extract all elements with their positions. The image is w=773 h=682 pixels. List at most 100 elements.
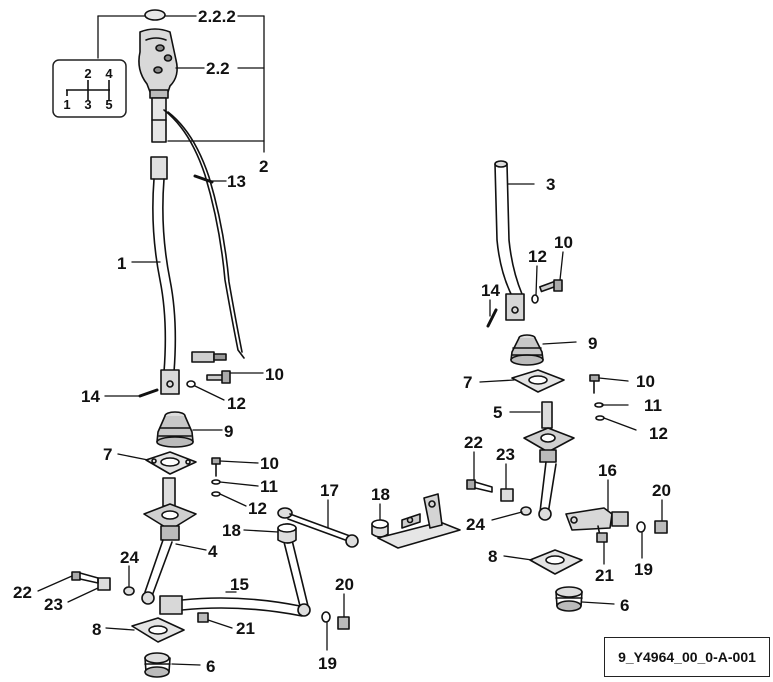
callout-10-right2: 10	[636, 372, 655, 391]
callout-9-left: 9	[224, 422, 233, 441]
leader-lines	[37, 15, 663, 666]
shift-knob	[138, 28, 178, 99]
relay-lever-16	[565, 507, 629, 537]
shift-lever-1	[150, 156, 180, 395]
callout-8-left: 8	[92, 620, 101, 639]
pin-14-left	[138, 388, 159, 398]
boot-9-left	[156, 411, 194, 448]
knob-cap	[144, 9, 166, 21]
gear-label-3: 3	[84, 97, 91, 112]
cable-connector	[191, 351, 227, 363]
callout-7-right: 7	[463, 373, 472, 392]
callout-22-left: 22	[13, 583, 32, 602]
washer-12-left	[186, 380, 196, 388]
callout-12-left2: 12	[248, 499, 267, 518]
callout-12-right: 12	[528, 247, 547, 266]
link-rod-17	[277, 507, 359, 548]
gear-pattern-diagram: 2 4 1 3 5	[52, 59, 127, 118]
callout-17: 17	[320, 481, 339, 500]
callout-19-left: 19	[318, 654, 337, 673]
gear-label-2: 2	[84, 66, 91, 81]
callout-18-mid: 18	[371, 485, 390, 504]
washer-19-right	[636, 521, 646, 533]
callout-12-right2: 12	[649, 424, 668, 443]
selector-rod-15	[159, 539, 311, 617]
gear-label-1: 1	[63, 97, 70, 112]
callout-20-left: 20	[335, 575, 354, 594]
callout-6-right: 6	[620, 596, 629, 615]
bolt-22-left	[71, 571, 99, 584]
bushing-23-left	[97, 577, 111, 591]
bushing-18-left	[277, 523, 297, 544]
bolt-22-right	[466, 479, 493, 493]
callout-21-left: 21	[236, 619, 255, 638]
callout-21-right: 21	[595, 566, 614, 585]
callout-23-left: 23	[44, 595, 63, 614]
callout-18-left: 18	[222, 521, 241, 540]
callout-23-right: 23	[496, 445, 515, 464]
bushing-24-left	[123, 586, 135, 596]
bolt-stack-right	[589, 374, 605, 421]
reference-code: 9_Y4964_00_0-A-001	[604, 637, 770, 677]
callout-9-right: 9	[588, 334, 597, 353]
callout-14-left: 14	[81, 387, 100, 406]
callout-10-right: 10	[554, 233, 573, 252]
callout-20-right: 20	[652, 481, 671, 500]
plate-8-left	[131, 617, 185, 643]
gear-label-4: 4	[105, 66, 113, 81]
nut-20-right	[654, 520, 668, 534]
bushing-23-right	[500, 488, 514, 502]
callout-15: 15	[230, 575, 249, 594]
bolt-10-right	[538, 279, 563, 293]
pivot-lever-4	[141, 477, 197, 605]
mounting-bracket	[377, 493, 461, 549]
bolt-stack-left	[211, 457, 221, 497]
callout-labels: 2.2.2 2.2 2 13 1 10 14 12 9 7 10 11 12 1…	[13, 7, 671, 676]
callout-8-right: 8	[488, 547, 497, 566]
pivot-lever-5	[523, 401, 575, 521]
upper-sleeve	[151, 97, 167, 143]
boot-6-right	[555, 586, 583, 612]
bushing-24-right	[520, 506, 532, 516]
callout-11-right: 11	[644, 396, 662, 415]
callout-2: 2	[259, 157, 268, 176]
callout-6-left: 6	[206, 657, 215, 676]
washer-19-left	[321, 611, 331, 623]
callout-2-2: 2.2	[206, 59, 230, 78]
callout-16: 16	[598, 461, 617, 480]
callout-10-left: 10	[265, 365, 284, 384]
callout-19-right: 19	[634, 560, 653, 579]
nut-20-left	[337, 616, 350, 630]
pin-13	[193, 174, 214, 184]
callout-1: 1	[117, 254, 126, 273]
callout-14-right: 14	[481, 281, 500, 300]
callout-7-left: 7	[103, 445, 112, 464]
pin-14-right	[486, 308, 498, 328]
callout-24-left: 24	[120, 548, 139, 567]
plate-8-right	[529, 549, 583, 575]
callout-10-left2: 10	[260, 454, 279, 473]
nut-21-left	[197, 612, 209, 623]
callout-12-left: 12	[227, 394, 246, 413]
callout-11-left: 11	[260, 477, 278, 496]
shift-lever-3	[494, 160, 525, 321]
bolt-10-left	[206, 370, 231, 384]
callout-24-right: 24	[466, 515, 485, 534]
reverse-cable	[163, 109, 245, 359]
callout-13: 13	[227, 172, 246, 191]
callout-5: 5	[493, 403, 502, 422]
callout-3: 3	[546, 175, 555, 194]
gear-label-5: 5	[105, 97, 112, 112]
plate-7-left	[145, 451, 197, 475]
plate-7-right	[511, 369, 565, 393]
bushing-18-mid	[371, 519, 389, 538]
callout-4: 4	[208, 542, 218, 561]
callout-22-right: 22	[464, 433, 483, 452]
washer-12-right	[531, 294, 539, 304]
boot-6-left	[144, 652, 171, 678]
nut-21-right	[596, 532, 608, 543]
callout-2-2-2: 2.2.2	[198, 7, 236, 26]
boot-9-right	[510, 334, 544, 366]
